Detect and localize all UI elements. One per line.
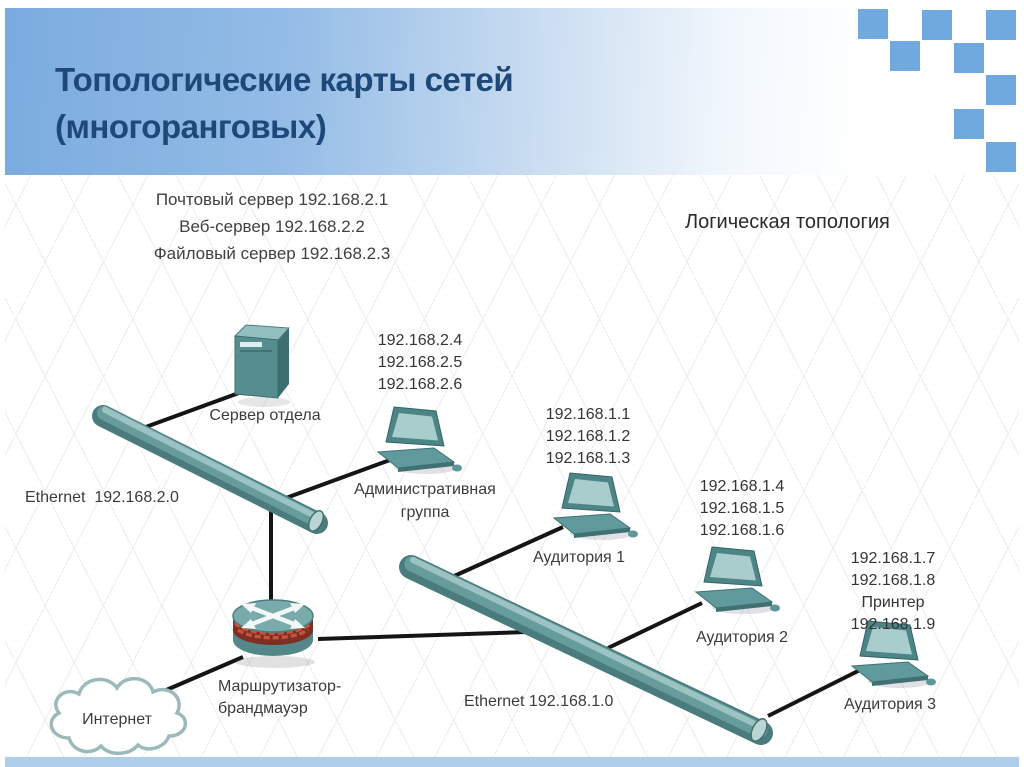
internet-cloud-icon xyxy=(49,677,188,756)
ip: 192.168.1.4 xyxy=(699,478,785,495)
laptop-icon xyxy=(850,620,936,688)
ip: 192.168.1.6 xyxy=(699,522,785,539)
checker-decoration-icon xyxy=(5,8,1019,175)
ip: 192.168.1.8 xyxy=(850,572,936,589)
label-admin-group: Административная группа xyxy=(354,478,496,524)
checker-square xyxy=(922,10,952,40)
checker-square xyxy=(858,9,888,39)
ip: 192.168.2.4 xyxy=(377,332,463,349)
shadow xyxy=(238,397,290,407)
label-line: Маршрутизатор- xyxy=(218,678,342,695)
server-tower-icon xyxy=(233,324,291,407)
label-router-firewall: Маршрутизатор- брандмауэр xyxy=(218,676,341,720)
server-side xyxy=(278,328,289,398)
slide-title: Топологические карты сетей (многоранговых… xyxy=(55,56,514,150)
laptop-icon xyxy=(552,472,638,540)
ip-list-admin-group: 192.168.2.4 192.168.2.5 192.168.2.6 xyxy=(378,330,463,396)
label-department-server: Сервер отдела xyxy=(209,407,321,424)
ip: 192.168.1.3 xyxy=(545,450,631,467)
laptop-icon xyxy=(376,406,462,474)
bottom-accent-strip xyxy=(5,757,1019,767)
firewall-brick-band xyxy=(233,618,313,645)
laptop-screen xyxy=(392,413,438,441)
diagram-heading: Логическая топология xyxy=(685,211,890,233)
router-arrows-icon xyxy=(241,603,305,629)
note-line: Почтовый сервер 192.168.2.1 xyxy=(155,190,389,209)
ip-list-classroom2: 192.168.1.4 192.168.1.5 192.168.1.6 xyxy=(700,476,785,542)
checker-square xyxy=(986,10,1016,40)
label-line: брандмауэр xyxy=(218,700,308,717)
ip-list-classroom1: 192.168.1.1 192.168.1.2 192.168.1.3 xyxy=(546,404,631,470)
panel-line xyxy=(240,350,272,352)
label-classroom1: Аудитория 1 xyxy=(532,549,626,566)
checker-square xyxy=(986,75,1016,105)
drive-slot xyxy=(240,342,262,347)
ip-list-classroom3: 192.168.1.7 192.168.1.8 Принтер 192.168.… xyxy=(828,548,959,636)
label-classroom3: Аудитория 3 xyxy=(843,696,937,713)
ip: 192.168.1.1 xyxy=(545,406,631,423)
label-line: Административная xyxy=(354,481,496,498)
title-line-1: Топологические карты сетей xyxy=(55,61,514,98)
checker-square xyxy=(890,41,920,71)
ip: 192.168.1.2 xyxy=(545,428,631,445)
mouse-icon xyxy=(452,464,462,472)
router-firewall-icon xyxy=(232,599,315,668)
cloud-outline xyxy=(49,677,188,756)
checker-square xyxy=(954,109,984,139)
label-line: группа xyxy=(400,504,450,521)
label-internet: Интернет xyxy=(82,711,152,728)
label-ethernet-bus-2: Ethernet 192.168.2.0 xyxy=(25,489,179,506)
checker-square xyxy=(954,43,984,73)
note-line: Веб-сервер 192.168.2.2 xyxy=(179,217,365,236)
slide-header: Топологические карты сетей (многоранговых… xyxy=(5,8,1019,175)
note-line: Файловый сервер 192.168.2.3 xyxy=(153,244,391,263)
laptop-base-edge xyxy=(398,462,454,472)
checker-square xyxy=(986,142,1016,172)
label-ethernet-bus-1: Ethernet 192.168.1.0 xyxy=(464,693,614,710)
label-classroom2: Аудитория 2 xyxy=(695,629,789,646)
ip: 192.168.1.7 xyxy=(850,550,936,567)
ip: 192.168.2.6 xyxy=(377,376,463,393)
ip: Принтер 192.168.1.9 xyxy=(850,594,936,633)
ip: 192.168.1.5 xyxy=(699,500,785,517)
ip: 192.168.2.5 xyxy=(377,354,463,371)
server-ip-note: Почтовый сервер 192.168.2.1 Веб-сервер 1… xyxy=(117,186,427,267)
title-line-2: (многоранговых) xyxy=(55,108,327,145)
laptop-icon xyxy=(694,546,780,614)
